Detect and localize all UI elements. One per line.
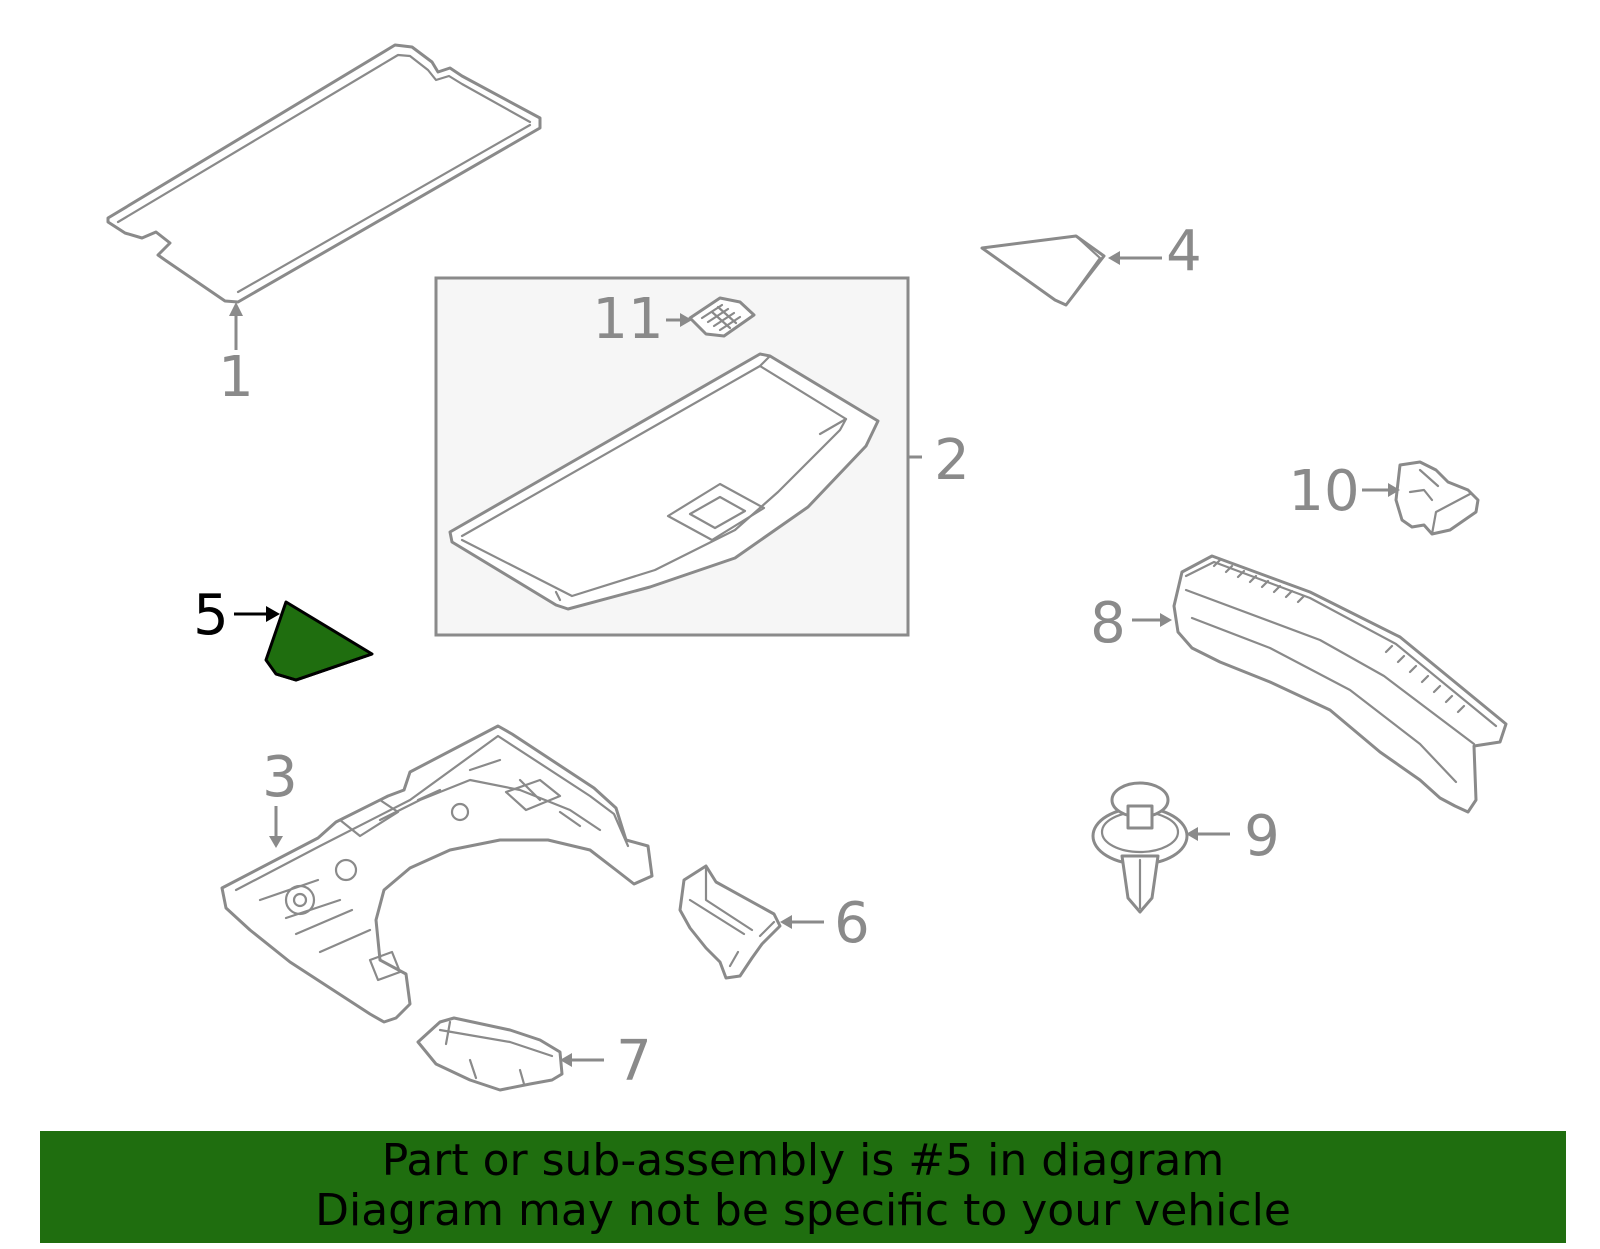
callout-8: 8: [1090, 591, 1172, 656]
svg-text:3: 3: [262, 745, 298, 810]
info-banner: Part or sub-assembly is #5 in diagram Di…: [40, 1131, 1566, 1243]
part-3-organizer[interactable]: [220, 724, 654, 1024]
part-8-sill-plate[interactable]: [1172, 554, 1508, 814]
part-5-highlighted-trim[interactable]: [264, 600, 374, 682]
svg-text:11: 11: [592, 287, 663, 352]
svg-text:8: 8: [1090, 591, 1126, 656]
svg-text:2: 2: [934, 428, 970, 493]
callout-5: 5: [193, 583, 280, 648]
callout-11: 11: [592, 287, 692, 352]
svg-text:5: 5: [193, 583, 229, 648]
callout-1: 1: [218, 302, 254, 410]
callout-6: 6: [780, 891, 870, 956]
svg-text:1: 1: [218, 345, 254, 410]
part-9-push-clip[interactable]: [1091, 781, 1189, 914]
callout-10: 10: [1288, 459, 1400, 524]
part-2-tray[interactable]: [448, 352, 880, 611]
callout-9: 9: [1186, 804, 1280, 869]
svg-text:10: 10: [1288, 459, 1359, 524]
part-6-bracket[interactable]: [678, 864, 782, 980]
part-1-floor-board[interactable]: [106, 43, 542, 304]
callout-7: 7: [560, 1029, 652, 1094]
svg-text:6: 6: [834, 891, 870, 956]
part-10-bracket[interactable]: [1394, 460, 1480, 536]
banner-line-disclaimer: Diagram may not be specific to your vehi…: [315, 1185, 1291, 1236]
svg-text:7: 7: [616, 1029, 652, 1094]
callout-4: 4: [1108, 219, 1202, 284]
callout-2: 2: [908, 428, 970, 493]
callout-3: 3: [262, 745, 298, 848]
part-11-clip[interactable]: [688, 296, 756, 338]
part-7-lower-bracket[interactable]: [416, 1016, 564, 1092]
svg-text:4: 4: [1166, 219, 1202, 284]
banner-line-part: Part or sub-assembly is #5 in diagram: [381, 1135, 1225, 1186]
svg-text:9: 9: [1244, 804, 1280, 869]
part-4-triangle-cover[interactable]: [980, 234, 1106, 307]
